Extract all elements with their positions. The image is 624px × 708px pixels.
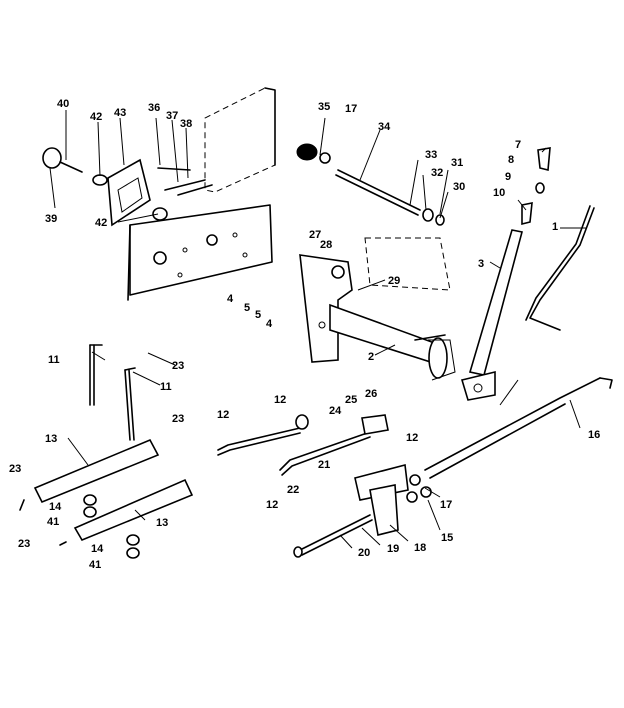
callout-38: 38 <box>180 118 192 130</box>
callout-14: 14 <box>49 501 62 513</box>
callout-13: 13 <box>156 517 168 529</box>
callout-36: 36 <box>148 102 160 114</box>
callout-25: 25 <box>345 394 357 406</box>
callout-3: 3 <box>478 258 484 270</box>
leader-lines <box>49 110 586 549</box>
callout-26: 26 <box>365 388 377 400</box>
callout-23: 23 <box>172 360 184 372</box>
callout-24: 24 <box>329 405 342 417</box>
callout-27: 27 <box>309 229 321 241</box>
callout-18: 18 <box>414 542 426 554</box>
callout-42: 42 <box>95 217 107 229</box>
callout-14: 14 <box>91 543 104 555</box>
callout-43: 43 <box>114 107 126 119</box>
callout-11: 11 <box>160 381 172 393</box>
callout-10: 10 <box>493 187 505 199</box>
callout-29: 29 <box>388 275 400 287</box>
lift-knob-assembly <box>42 147 213 227</box>
callout-12: 12 <box>217 409 229 421</box>
lift-shaft-assembly <box>299 254 456 381</box>
callout-21: 21 <box>318 459 330 471</box>
callout-16: 16 <box>588 429 600 441</box>
callout-17: 17 <box>345 103 357 115</box>
callout-34: 34 <box>378 121 391 133</box>
callout-8: 8 <box>508 154 514 166</box>
callout-32: 32 <box>431 167 443 179</box>
callout-9: 9 <box>505 171 511 183</box>
chassis-plate <box>127 87 276 301</box>
callout-42: 42 <box>90 111 102 123</box>
lower-bracket-assembly <box>293 463 432 558</box>
callout-5: 5 <box>244 302 250 314</box>
callout-15: 15 <box>441 532 453 544</box>
callout-28: 28 <box>320 239 332 251</box>
callout-20: 20 <box>358 547 370 559</box>
callout-35: 35 <box>318 101 330 113</box>
callout-40: 40 <box>57 98 69 110</box>
callout-labels: 1 2 3 4 4 5 5 7 8 9 10 11 11 12 12 12 12… <box>9 98 600 571</box>
callout-30: 30 <box>453 181 465 193</box>
callout-2: 2 <box>368 351 374 363</box>
callout-1: 1 <box>552 221 558 233</box>
callout-22: 22 <box>287 484 299 496</box>
callout-5: 5 <box>255 309 261 321</box>
callout-23: 23 <box>9 463 21 475</box>
callout-39: 39 <box>45 213 57 225</box>
callout-7: 7 <box>515 139 521 151</box>
adjust-rod-assembly <box>296 143 451 291</box>
lift-spring <box>424 377 613 479</box>
callout-23: 23 <box>18 538 30 550</box>
callout-41: 41 <box>47 516 59 528</box>
callout-4: 4 <box>227 293 234 305</box>
callout-11: 11 <box>48 354 60 366</box>
callout-4: 4 <box>266 318 273 330</box>
callout-33: 33 <box>425 149 437 161</box>
callout-41: 41 <box>89 559 101 571</box>
link-rod-assembly <box>217 414 389 476</box>
lift-lever-assembly <box>460 147 595 401</box>
lift-arm-assembly <box>19 344 194 559</box>
callout-13: 13 <box>45 433 57 445</box>
callout-31: 31 <box>451 157 463 169</box>
callout-12: 12 <box>406 432 418 444</box>
callout-19: 19 <box>387 543 399 555</box>
callout-23: 23 <box>172 413 184 425</box>
callout-17: 17 <box>440 499 452 511</box>
callout-12: 12 <box>274 394 286 406</box>
callout-12: 12 <box>266 499 278 511</box>
callout-37: 37 <box>166 110 178 122</box>
